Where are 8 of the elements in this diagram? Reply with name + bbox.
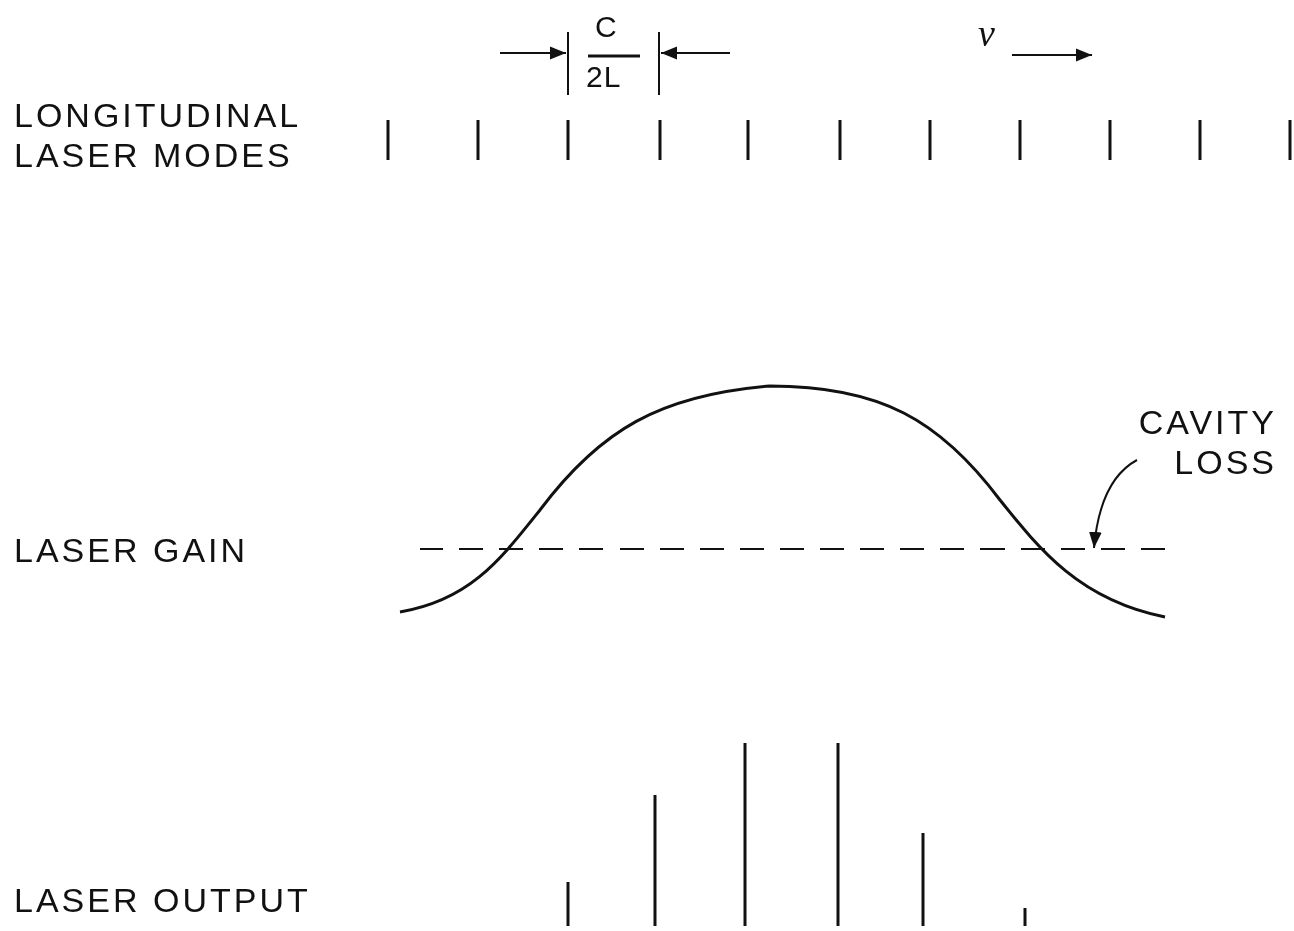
formula-numerator: C xyxy=(595,10,618,44)
annotation-text: CAVITY LOSS xyxy=(1112,402,1277,482)
frequency-symbol: ν xyxy=(978,12,996,54)
row-label: LASER OUTPUT xyxy=(14,880,312,920)
formula-denominator: 2L xyxy=(586,60,622,94)
leader-line xyxy=(1089,459,1138,549)
row-label: LASER GAIN xyxy=(14,530,250,570)
row-label: LONGITUDINAL LASER MODES xyxy=(14,95,301,175)
